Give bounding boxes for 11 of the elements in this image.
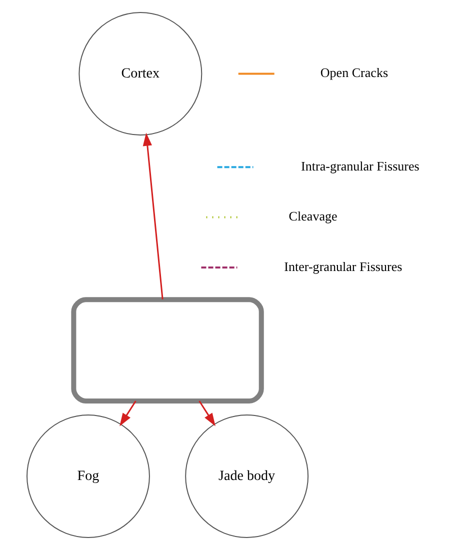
node-box xyxy=(71,297,264,404)
arrow xyxy=(198,400,216,426)
arrow xyxy=(142,132,164,300)
node-circle: Cortex xyxy=(78,12,202,136)
legend-label: Open Cracks xyxy=(320,65,388,80)
legend-label: Inter-granular Fissures xyxy=(284,258,402,274)
node-circle: Jade body xyxy=(185,414,309,538)
node-circle: Fog xyxy=(26,414,150,538)
legend-label: Intra-granular Fissures xyxy=(301,158,420,174)
legend-label: Cleavage xyxy=(288,208,338,224)
arrow xyxy=(120,400,136,426)
